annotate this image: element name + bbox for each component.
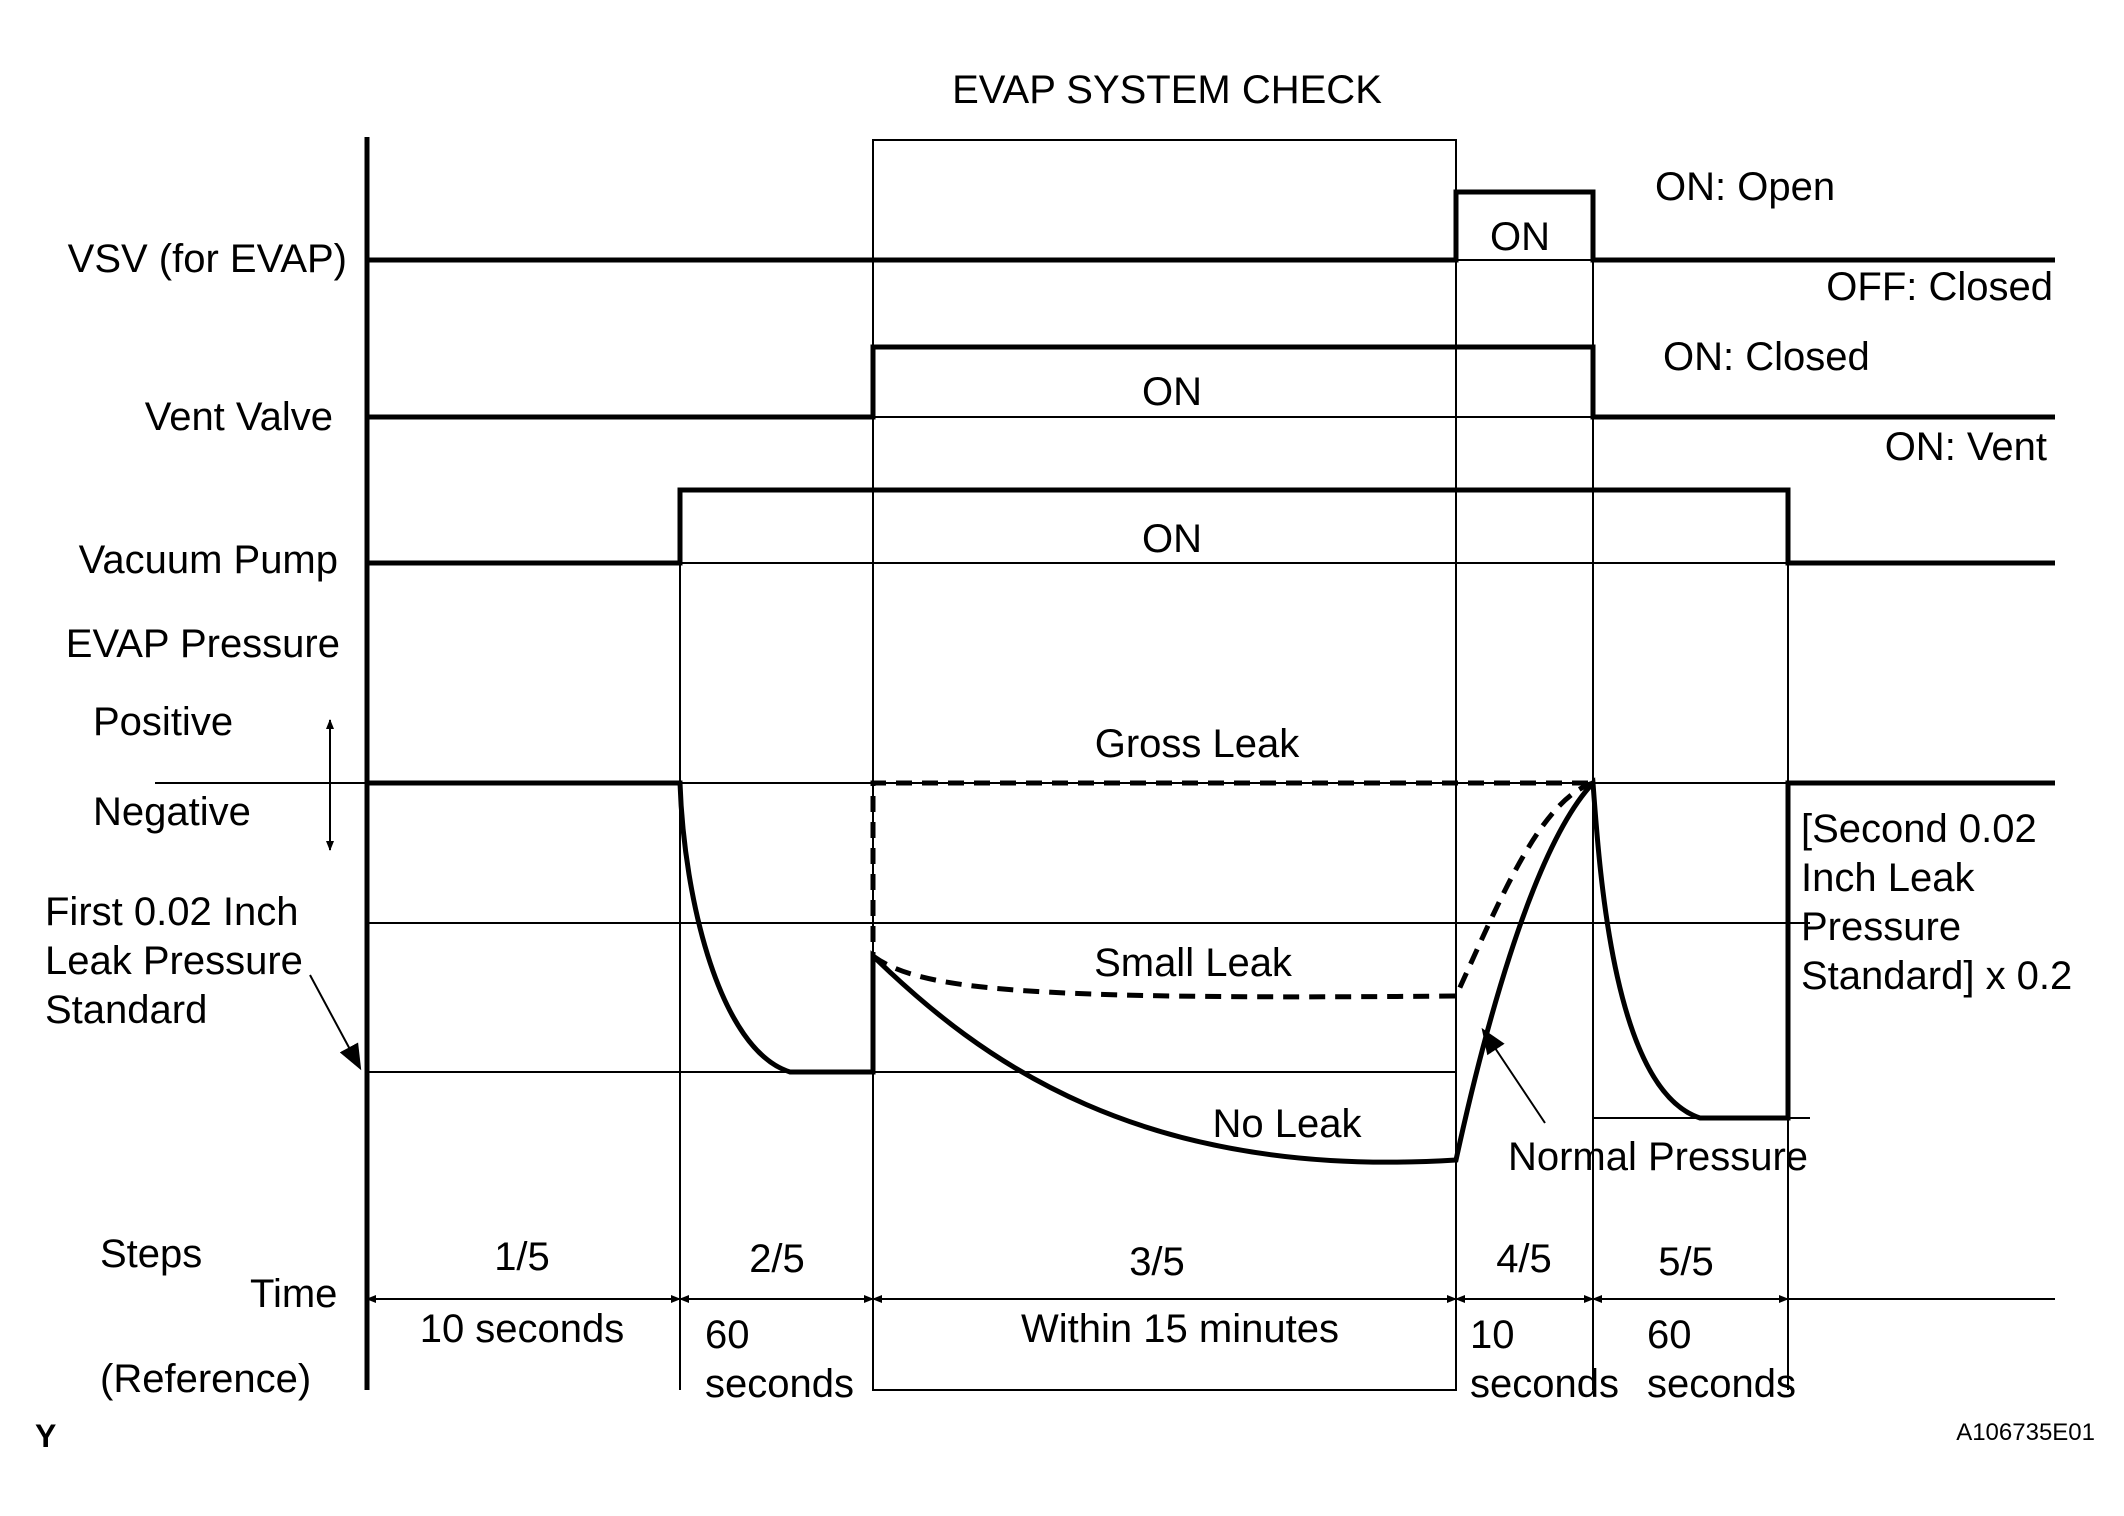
- vsv-on-note: ON: Open: [1655, 165, 1835, 209]
- pump-label: Vacuum Pump: [79, 538, 338, 582]
- reference-label: (Reference): [100, 1357, 311, 1401]
- no-leak-trace: [367, 777, 2055, 1165]
- corner-mark-left: Y: [35, 1418, 56, 1454]
- svg-text:First 0.02 Inch: First 0.02 Inch: [45, 890, 298, 934]
- negative-label: Negative: [93, 790, 251, 834]
- diagram-title: EVAP SYSTEM CHECK: [952, 68, 1382, 112]
- first-standard-arrow: [309, 974, 362, 1071]
- vent-on-text: ON: [1142, 370, 1202, 414]
- steps-label: Steps: [100, 1232, 202, 1276]
- pump-on-text: ON: [1142, 517, 1202, 561]
- gross-leak-trace: [870, 780, 1593, 1072]
- duration-label: 60: [1647, 1313, 1692, 1357]
- duration-label: seconds: [705, 1362, 854, 1406]
- svg-text:Inch Leak: Inch Leak: [1801, 856, 1975, 900]
- duration-label: Within 15 minutes: [1021, 1307, 1339, 1351]
- step-label: 5/5: [1658, 1240, 1714, 1284]
- vent-signal-line: [367, 344, 2055, 420]
- duration-label: seconds: [1647, 1362, 1796, 1406]
- evap-check-box: [872, 139, 1457, 1391]
- svg-text:Standard] x 0.2: Standard] x 0.2: [1801, 954, 2072, 998]
- svg-text:Pressure: Pressure: [1801, 905, 1961, 949]
- gross-leak-label: Gross Leak: [1095, 722, 1301, 766]
- svg-text:Standard: Standard: [45, 988, 207, 1032]
- duration-label: seconds: [1470, 1362, 1619, 1406]
- step-label: 1/5: [494, 1235, 550, 1279]
- svg-text:[Second 0.02: [Second 0.02: [1801, 807, 2037, 851]
- normal-pressure-label: Normal Pressure: [1508, 1135, 1808, 1179]
- vsv-signal-line: [367, 189, 2055, 263]
- normal-pressure-arrow: [1481, 1027, 1546, 1124]
- small-leak-label: Small Leak: [1094, 941, 1293, 985]
- first-standard-label: First 0.02 Inch Leak Pressure Standard: [45, 890, 303, 1032]
- vent-on-note: ON: Closed: [1663, 335, 1870, 379]
- no-leak-label: No Leak: [1213, 1102, 1363, 1146]
- second-standard-label: [Second 0.02 Inch Leak Pressure Standard…: [1801, 807, 2072, 998]
- pump-signal-line: [367, 487, 2055, 566]
- step-label: 3/5: [1129, 1240, 1185, 1284]
- vsv-off-note: OFF: Closed: [1826, 265, 2053, 309]
- pressure-label: EVAP Pressure: [66, 622, 340, 666]
- vsv-label: VSV (for EVAP): [68, 237, 347, 281]
- figure-code: A106735E01: [1956, 1419, 2095, 1446]
- small-leak-trace: [871, 780, 1594, 1000]
- time-label: Time: [250, 1272, 337, 1316]
- vsv-on-text: ON: [1490, 215, 1550, 259]
- step-label: 4/5: [1496, 1237, 1552, 1281]
- step-label: 2/5: [749, 1237, 805, 1281]
- duration-label: 10: [1470, 1313, 1515, 1357]
- vent-off-note: ON: Vent: [1885, 425, 2047, 469]
- duration-label: 10 seconds: [420, 1307, 625, 1351]
- svg-text:Leak Pressure: Leak Pressure: [45, 939, 303, 983]
- positive-label: Positive: [93, 700, 233, 744]
- vent-label: Vent Valve: [145, 395, 333, 439]
- duration-label: 60: [705, 1313, 750, 1357]
